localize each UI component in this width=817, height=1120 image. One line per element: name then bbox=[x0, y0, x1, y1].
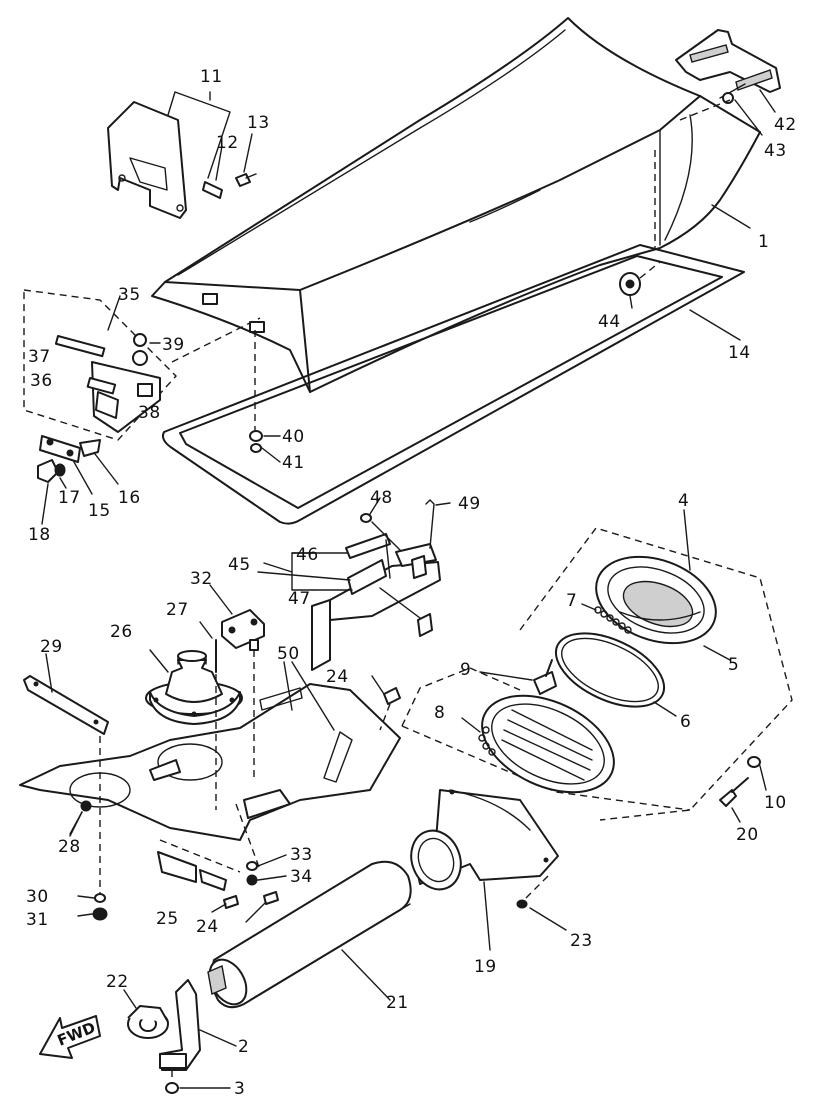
callout-20: 20 bbox=[736, 825, 759, 845]
callout-labels: 11 12 13 42 43 1 35 39 37 36 38 44 14 40… bbox=[26, 67, 797, 1099]
latch-assembly-part-35 bbox=[23, 289, 177, 441]
washer-part-40 bbox=[249, 430, 281, 463]
callout-10: 10 bbox=[764, 793, 787, 813]
callout-36: 36 bbox=[30, 371, 53, 391]
forward-arrow-icon: FWD bbox=[39, 1015, 101, 1059]
callout-33: 33 bbox=[290, 845, 313, 865]
callout-37: 37 bbox=[28, 347, 51, 367]
pin-part-20 bbox=[719, 756, 767, 823]
callout-5: 5 bbox=[728, 655, 739, 675]
housing-part-5 bbox=[595, 555, 731, 661]
callout-22: 22 bbox=[106, 972, 129, 992]
hinge-part-42 bbox=[675, 29, 781, 136]
callout-32: 32 bbox=[190, 569, 213, 589]
callout-27: 27 bbox=[166, 600, 189, 620]
leader-1 bbox=[711, 204, 751, 229]
callout-46: 46 bbox=[296, 545, 319, 565]
callout-12: 12 bbox=[216, 133, 239, 153]
callout-19: 19 bbox=[474, 957, 497, 977]
callout-29: 29 bbox=[40, 637, 63, 657]
callout-18: 18 bbox=[28, 525, 51, 545]
callout-42: 42 bbox=[774, 115, 797, 135]
callout-9: 9 bbox=[460, 660, 471, 680]
callout-38: 38 bbox=[138, 403, 161, 423]
nut-part-23 bbox=[516, 875, 567, 931]
latch-guide-line bbox=[171, 317, 261, 363]
callout-39: 39 bbox=[162, 335, 185, 355]
stud-part-27 bbox=[199, 621, 217, 810]
plate-part-11 bbox=[107, 91, 257, 219]
callout-41: 41 bbox=[282, 453, 305, 473]
boot-part-26 bbox=[145, 649, 243, 725]
cover-part-8 bbox=[461, 694, 615, 794]
callout-44: 44 bbox=[598, 312, 621, 332]
callout-43: 43 bbox=[764, 141, 787, 161]
callout-40: 40 bbox=[282, 427, 305, 447]
seat-cover-part-1 bbox=[151, 17, 761, 393]
callout-2: 2 bbox=[238, 1037, 249, 1057]
elbow-part-19 bbox=[410, 789, 559, 951]
callout-14: 14 bbox=[728, 343, 751, 363]
bracket-part-2 bbox=[159, 979, 237, 1094]
bracket-part-29 bbox=[23, 653, 109, 900]
callout-24-bottom: 24 bbox=[196, 917, 219, 937]
callout-7: 7 bbox=[566, 591, 577, 611]
callout-15: 15 bbox=[88, 501, 111, 521]
gasket-frame-part-14 bbox=[162, 244, 745, 525]
pin-part-9 bbox=[479, 659, 557, 695]
callout-3: 3 bbox=[234, 1079, 245, 1099]
callout-11: 11 bbox=[200, 67, 223, 87]
bracket-part-15 bbox=[37, 435, 119, 525]
callout-28: 28 bbox=[58, 837, 81, 857]
callout-35: 35 bbox=[118, 285, 141, 305]
gasket-part-6 bbox=[554, 632, 677, 717]
bracket-part-32 bbox=[209, 584, 265, 780]
muffler-part-21 bbox=[207, 860, 412, 1009]
callout-50: 50 bbox=[277, 644, 300, 664]
nut-part-30 bbox=[77, 893, 108, 921]
callout-47: 47 bbox=[288, 589, 311, 609]
exhaust-assembly-part-4 bbox=[401, 509, 793, 821]
callout-31: 31 bbox=[26, 910, 49, 930]
callout-4: 4 bbox=[678, 491, 689, 511]
callout-16: 16 bbox=[118, 488, 141, 508]
callout-45: 45 bbox=[228, 555, 251, 575]
callout-1: 1 bbox=[758, 232, 769, 252]
mount-part-22 bbox=[123, 989, 169, 1039]
callout-25: 25 bbox=[156, 909, 179, 929]
callout-48: 48 bbox=[370, 488, 393, 508]
callout-17: 17 bbox=[58, 488, 81, 508]
bolts-group bbox=[211, 675, 401, 923]
callout-49: 49 bbox=[458, 494, 481, 514]
callout-34: 34 bbox=[290, 867, 313, 887]
callout-8: 8 bbox=[434, 703, 445, 723]
callout-26: 26 bbox=[110, 622, 133, 642]
callout-13: 13 bbox=[247, 113, 270, 133]
chain-part-7 bbox=[581, 603, 632, 634]
leader-28 bbox=[69, 811, 83, 835]
callout-21: 21 bbox=[386, 993, 409, 1013]
bracket-part-45 bbox=[311, 499, 441, 671]
callout-24-top: 24 bbox=[326, 667, 349, 687]
callout-6: 6 bbox=[680, 712, 691, 732]
callout-23: 23 bbox=[570, 931, 593, 951]
base-plate bbox=[19, 661, 401, 891]
grommet-part-44 bbox=[619, 261, 661, 309]
callout-30: 30 bbox=[26, 887, 49, 907]
bracket-leaders bbox=[257, 497, 451, 591]
leader-14 bbox=[689, 309, 741, 341]
